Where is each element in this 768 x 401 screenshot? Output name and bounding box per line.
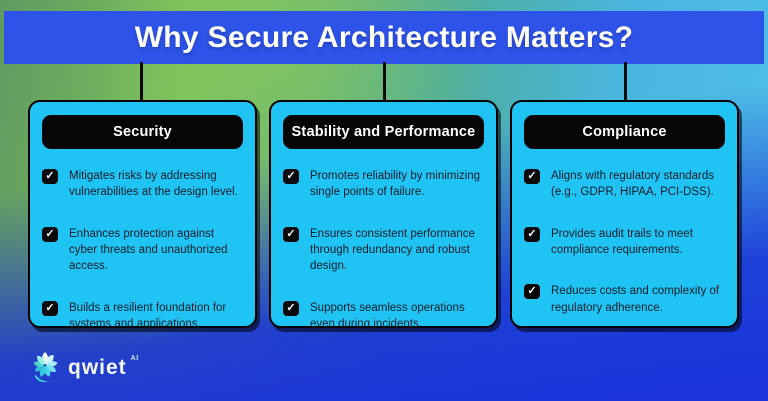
checkbox-icon: ✓ xyxy=(283,169,299,184)
title-banner: Why Secure Architecture Matters? xyxy=(4,11,764,64)
connector-line-compliance xyxy=(624,62,627,102)
list-item-text: Builds a resilient foundation for system… xyxy=(69,301,227,330)
card-stability-performance: Stability and Performance ✓ Promotes rel… xyxy=(269,100,498,330)
qwiet-logo: qwiet AI xyxy=(30,349,139,385)
list-item-text: Promotes reliability by minimizing singl… xyxy=(310,170,480,199)
list-item: ✓ Enhances protection against cyber thre… xyxy=(42,226,243,275)
checkbox-icon: ✓ xyxy=(42,300,58,316)
list-item-text: Reduces costs and complexity of regulato… xyxy=(551,285,720,314)
page-title: Why Secure Architecture Matters? xyxy=(134,20,634,54)
card-security-header: Security xyxy=(42,115,243,149)
checkbox-icon: ✓ xyxy=(524,169,540,184)
list-item-text: Supports seamless operations even during… xyxy=(310,301,465,330)
list-item: ✓ Builds a resilient foundation for syst… xyxy=(42,300,243,333)
checkbox-icon: ✓ xyxy=(283,226,299,242)
card-security: Security ✓ Mitigates risks by addressing… xyxy=(28,100,257,330)
card-stability-performance-header: Stability and Performance xyxy=(283,115,484,149)
checkbox-icon: ✓ xyxy=(42,226,58,242)
list-item-text: Aligns with regulatory standards (e.g., … xyxy=(551,170,714,199)
card-compliance-header: Compliance xyxy=(524,115,725,149)
connector-line-stability xyxy=(383,62,386,102)
connector-line-security xyxy=(140,62,143,102)
list-item: ✓ Aligns with regulatory standards (e.g.… xyxy=(524,168,725,201)
card-compliance: Compliance ✓ Aligns with regulatory stan… xyxy=(510,100,739,328)
cards-row: Security ✓ Mitigates risks by addressing… xyxy=(28,100,739,330)
list-item: ✓ Provides audit trails to meet complian… xyxy=(524,226,725,259)
list-item-text: Mitigates risks by addressing vulnerabil… xyxy=(69,170,238,199)
list-item: ✓ Supports seamless operations even duri… xyxy=(283,300,484,333)
qwiet-spiral-icon xyxy=(33,351,58,383)
checkbox-icon: ✓ xyxy=(42,169,58,184)
list-item: ✓ Mitigates risks by addressing vulnerab… xyxy=(42,168,243,201)
list-item: ✓ Ensures consistent performance through… xyxy=(283,226,484,275)
list-item-text: Ensures consistent performance through r… xyxy=(310,227,475,273)
list-item: ✓ Reduces costs and complexity of regula… xyxy=(524,283,725,316)
qwiet-logo-ai-suffix: AI xyxy=(130,355,139,362)
checkbox-icon: ✓ xyxy=(524,226,540,242)
list-item-text: Provides audit trails to meet compliance… xyxy=(551,227,693,256)
list-item-text: Enhances protection against cyber threat… xyxy=(69,227,228,273)
qwiet-logo-word: qwiet xyxy=(68,355,127,379)
checkbox-icon: ✓ xyxy=(524,284,540,300)
list-item: ✓ Promotes reliability by minimizing sin… xyxy=(283,168,484,201)
checkbox-icon: ✓ xyxy=(283,300,299,316)
